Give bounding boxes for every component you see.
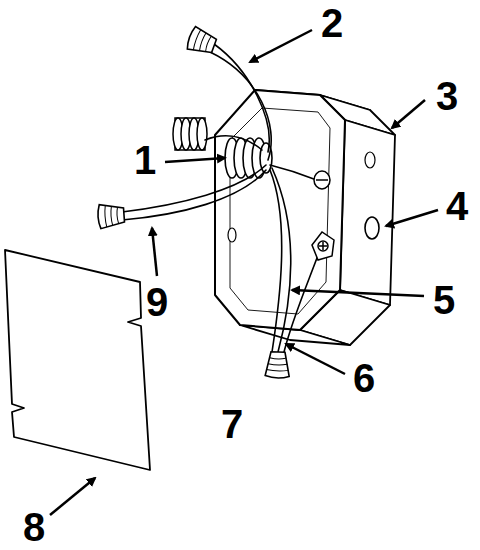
ground-screw	[312, 171, 334, 260]
leader-arrows	[50, 30, 438, 515]
callout-number: 5	[433, 280, 455, 320]
knockout	[365, 152, 375, 168]
callout-number: 3	[436, 76, 458, 116]
callout-number: 4	[446, 186, 468, 226]
cover-plate	[5, 250, 150, 470]
wires	[122, 44, 321, 352]
cable-clamp	[173, 118, 207, 150]
callout-number: 9	[146, 282, 168, 322]
callout-number: 1	[134, 140, 156, 180]
knockout	[228, 228, 236, 242]
callout-number: 6	[353, 358, 375, 398]
callout-number: 7	[221, 404, 243, 444]
callout-number: 8	[23, 507, 45, 547]
callout-number: 2	[321, 3, 343, 43]
knockout-hole	[365, 217, 379, 239]
